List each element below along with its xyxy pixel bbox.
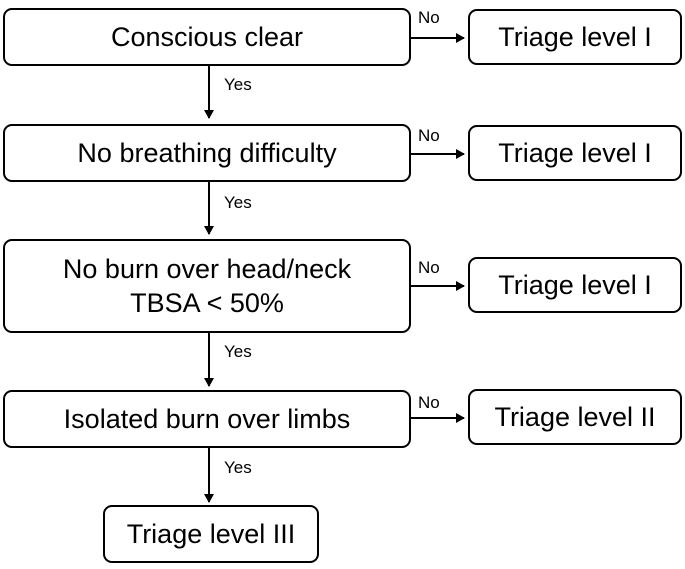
no-label-4: No [418,393,440,412]
no-label-1: No [418,8,440,27]
step-3-text-line-1: No burn over head/neck [62,254,352,284]
step-2-box: No breathing difficulty [3,124,411,182]
result-4-text: Triage level II [494,402,656,432]
result-3-text: Triage level I [498,270,652,300]
step-1-box: Conscious clear [3,8,411,66]
no-label-3: No [418,258,440,277]
no-label-2: No [418,126,440,145]
yes-label-1: Yes [224,75,252,94]
result-2-text: Triage level I [498,138,652,168]
step-3-text-line-2: TBSA < 50% [130,288,284,318]
result-box-1: Triage level I [468,9,682,65]
final-result-text: Triage level III [126,519,296,549]
step-2-text: No breathing difficulty [77,138,337,168]
result-box-2: Triage level I [468,125,682,181]
step-3-box: No burn over head/neck TBSA < 50% [3,239,411,333]
result-box-3: Triage level I [468,257,682,313]
step-4-box: Isolated burn over limbs [3,390,411,448]
yes-label-4: Yes [224,458,252,477]
step-1-text: Conscious clear [110,22,304,52]
yes-label-2: Yes [224,193,252,212]
result-box-4: Triage level II [468,389,682,445]
yes-label-3: Yes [224,342,252,361]
result-1-text: Triage level I [498,22,652,52]
final-result-box: Triage level III [103,505,319,563]
step-4-text: Isolated burn over limbs [63,404,351,434]
